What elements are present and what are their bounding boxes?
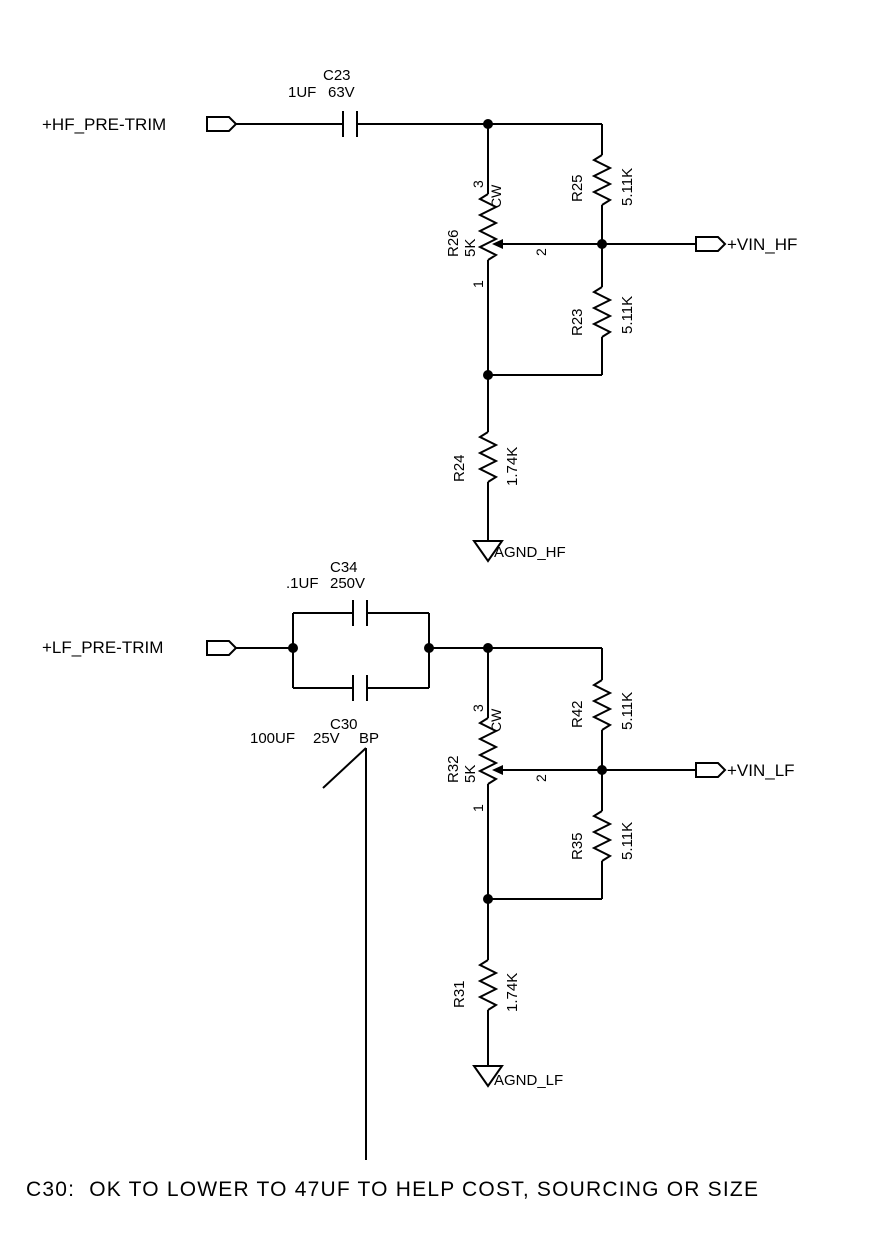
r32-pin-1: 1	[470, 804, 486, 812]
c34-ref: C34	[330, 559, 358, 576]
lf-output-port-connector	[695, 762, 727, 778]
r32-direction: CW	[488, 708, 504, 732]
r24-value: 1.74K	[504, 447, 521, 486]
r31-resistor: R31 1.74K	[451, 899, 521, 1066]
r32-ref: R32	[445, 755, 462, 783]
lf-output-port-label: +VIN_LF	[727, 761, 795, 780]
r42-value: 5.11K	[619, 692, 636, 730]
r32-potentiometer: 3 2 1 CW R32 5K	[445, 648, 602, 899]
r31-value: 1.74K	[504, 973, 521, 1012]
note-leader-diagonal	[322, 747, 367, 789]
lf-input-port-connector	[206, 640, 238, 656]
hf-ground-label: AGND_HF	[494, 544, 566, 561]
r26-value: 5K	[462, 239, 479, 257]
r32-value: 5K	[462, 765, 479, 783]
r26-pin-2: 2	[533, 248, 549, 256]
hf-circuit: +HF_PRE-TRIM C23 1UF 63V 3 2 1 CW R26	[42, 67, 797, 563]
r24-resistor: R24 1.74K	[451, 375, 521, 541]
c23-ref: C23	[323, 67, 351, 84]
c23-voltage: 63V	[328, 84, 355, 101]
c30-capacitor: C30 100UF 25V BP	[250, 675, 429, 747]
r25-resistor: R25 5.11K	[569, 124, 636, 244]
r35-resistor: R35 5.11K	[569, 770, 636, 899]
r26-pin-1: 1	[470, 280, 486, 288]
c23-capacitor: C23 1UF 63V	[236, 67, 488, 137]
r32-pin-2: 2	[533, 774, 549, 782]
c30-ref: C30	[330, 716, 358, 733]
r32-pin-3: 3	[470, 704, 486, 712]
r25-ref: R25	[569, 174, 586, 202]
r24-ref: R24	[451, 454, 468, 482]
r42-resistor: R42 5.11K	[569, 648, 636, 770]
hf-input-port-label: +HF_PRE-TRIM	[42, 115, 166, 134]
hf-input-port-connector	[206, 116, 238, 132]
r23-ref: R23	[569, 308, 586, 336]
c34-capacitor: C34 .1UF 250V	[286, 559, 429, 626]
c30-type: BP	[359, 730, 379, 747]
lf-ground-symbol	[472, 1065, 504, 1088]
r23-value: 5.11K	[619, 296, 636, 334]
r35-ref: R35	[569, 832, 586, 860]
r42-ref: R42	[569, 700, 586, 728]
c30-annotation: C30: OK TO LOWER TO 47UF TO HELP COST, S…	[26, 747, 759, 1201]
lf-circuit: +LF_PRE-TRIM C34 .1UF 250V C30 100UF 25V…	[42, 559, 795, 1089]
c23-value: 1UF	[288, 84, 316, 101]
r26-potentiometer: 3 2 1 CW R26 5K	[445, 124, 602, 375]
r26-direction: CW	[488, 184, 504, 208]
c30-value: 100UF	[250, 730, 295, 747]
r25-value: 5.11K	[619, 168, 636, 206]
hf-output-port-connector	[695, 236, 727, 252]
lf-ground-label: AGND_LF	[494, 1072, 563, 1089]
c34-voltage: 250V	[330, 575, 365, 592]
lf-input-port-label: +LF_PRE-TRIM	[42, 638, 163, 657]
r23-resistor: R23 5.11K	[569, 244, 636, 375]
c34-value: .1UF	[286, 575, 319, 592]
r26-pin-3: 3	[470, 180, 486, 188]
r31-ref: R31	[451, 980, 468, 1008]
c30-note-text: C30: OK TO LOWER TO 47UF TO HELP COST, S…	[26, 1178, 759, 1201]
r26-ref: R26	[445, 229, 462, 257]
hf-ground-symbol	[472, 540, 504, 563]
c30-voltage: 25V	[313, 730, 340, 747]
hf-output-port-label: +VIN_HF	[727, 235, 797, 254]
r35-value: 5.11K	[619, 822, 636, 860]
